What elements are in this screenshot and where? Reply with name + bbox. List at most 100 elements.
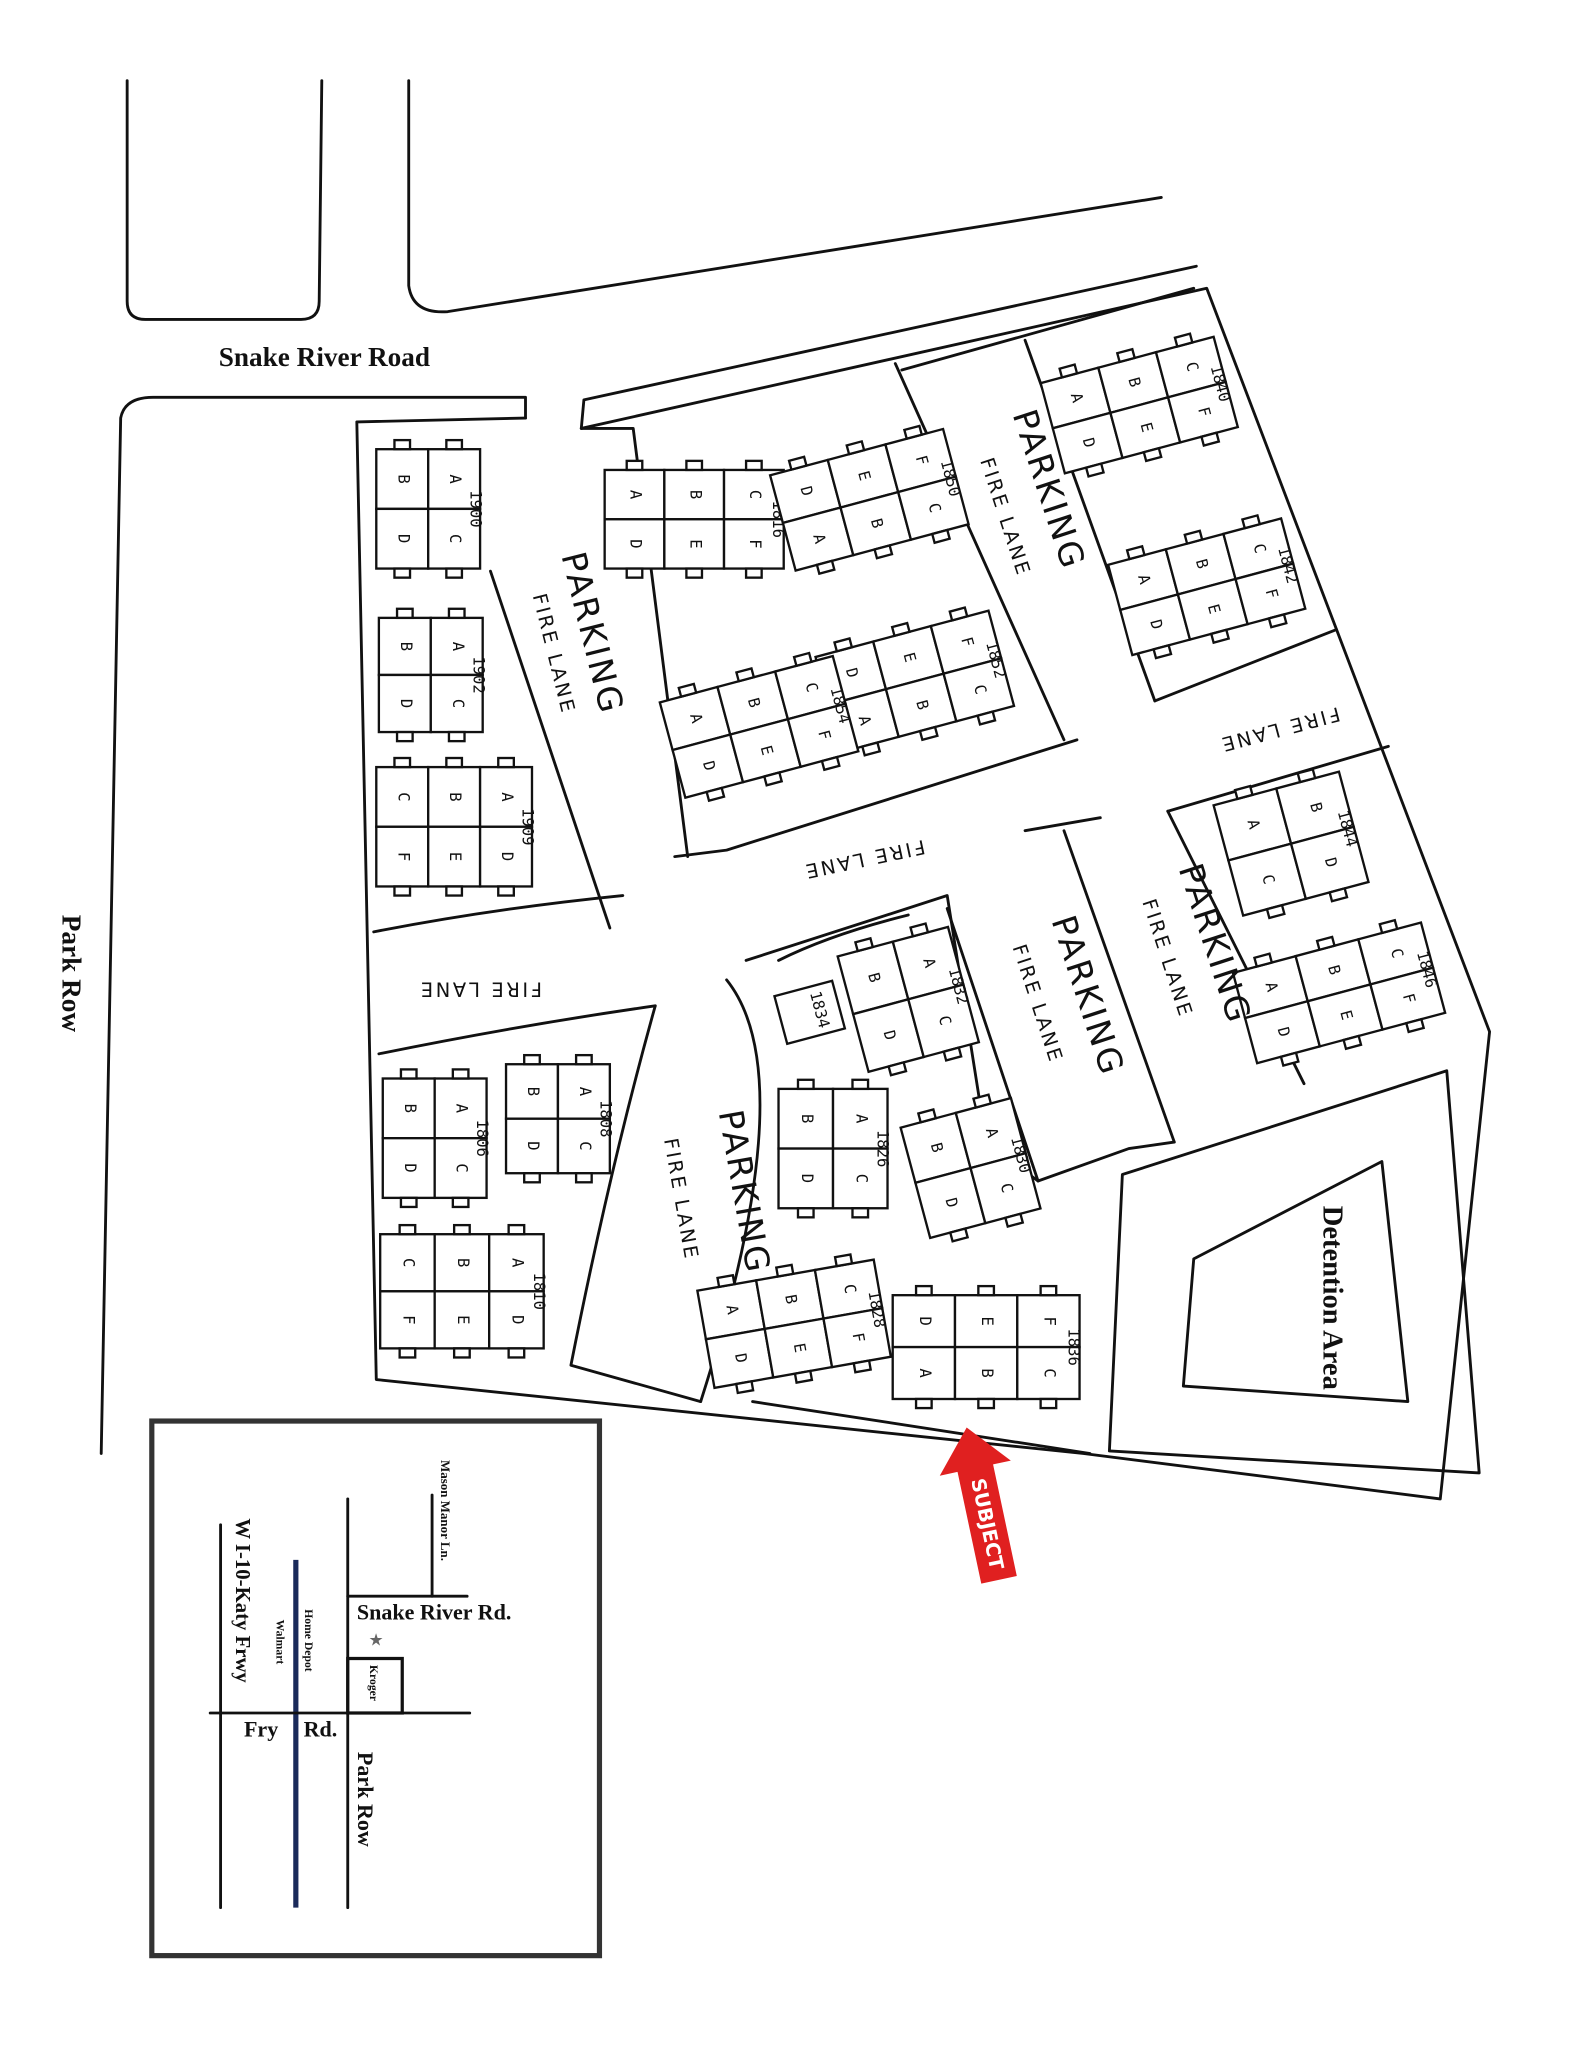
fire-lane-label: FIRE LANE (659, 1136, 703, 1262)
unit-label: B (1306, 801, 1326, 815)
entry-stub (574, 1172, 593, 1184)
entry-stub (796, 1078, 815, 1091)
unit-F (1016, 1294, 1081, 1349)
unit-label: D (509, 1315, 527, 1324)
entry-stub (1200, 431, 1221, 447)
entry-stub (930, 528, 952, 545)
parking-label: PARKING (711, 1107, 778, 1277)
unit-label: A (627, 490, 645, 500)
building-number: 1900 (467, 490, 485, 527)
road-outlines (99, 79, 1198, 1455)
entry-stub (820, 755, 841, 772)
unit-label: E (978, 1316, 996, 1325)
unit-C (429, 673, 484, 734)
entry-stub (976, 710, 997, 726)
unit-label: D (1079, 436, 1099, 450)
unit-label: E (1336, 1008, 1356, 1022)
unit-label: F (1194, 405, 1214, 419)
entry-stub (793, 1369, 814, 1384)
entry-stub (685, 459, 704, 472)
unit-label: B (927, 1141, 947, 1155)
unit-label: B (744, 696, 764, 710)
unit-label: C (1249, 542, 1269, 556)
entry-stub (1058, 363, 1079, 379)
unit-label: A (453, 1104, 471, 1114)
unit-label: B (454, 1258, 472, 1267)
unit-label: B (864, 971, 884, 985)
unit-label: E (790, 1342, 809, 1354)
snake-river-road-label: Snake River Road (219, 342, 430, 372)
unit-label: C (394, 792, 412, 801)
entry-stub (1315, 935, 1336, 952)
entry-stub (762, 771, 784, 787)
entry-stub (972, 1093, 993, 1109)
unit-label: E (757, 744, 777, 758)
unit-label: B (446, 792, 464, 801)
unit-label: F (1262, 587, 1282, 601)
park-row-label: Park Row (56, 915, 86, 1033)
unit-label: E (454, 1315, 472, 1324)
entry-stub (393, 438, 412, 451)
entry-stub (916, 1108, 938, 1124)
entry-stub (399, 1196, 418, 1209)
unit-label: D (498, 852, 516, 861)
entry-stub (393, 756, 412, 769)
unit-label: A (509, 1258, 527, 1268)
unit-label: D (916, 1316, 934, 1325)
unit-D (777, 1147, 835, 1210)
entry-stub (1233, 784, 1254, 801)
entry-stub (942, 1046, 963, 1062)
entry-stub (395, 607, 414, 620)
unit-label: D (524, 1141, 542, 1150)
entry-stub (497, 885, 515, 897)
entry-stub (1342, 1034, 1363, 1051)
entry-stub (860, 741, 882, 757)
unit-label: C (1041, 1368, 1059, 1377)
entry-stub (1240, 513, 1262, 530)
entry-stub (1183, 529, 1204, 546)
unit-label: B (798, 1114, 816, 1123)
entry-stub (1265, 903, 1286, 920)
entry-stub (685, 567, 704, 579)
entry-stub (523, 1053, 541, 1066)
inset-kroger: Kroger (367, 1665, 380, 1701)
unit-label: F (957, 635, 977, 649)
entry-stub (452, 1347, 471, 1359)
unit-label: C (1258, 872, 1278, 886)
inset-mason-manor-ln: Mason Manor Ln. (438, 1460, 453, 1561)
unit-label: D (880, 1028, 900, 1042)
entry-stub (395, 730, 414, 743)
inset-home-depot: Home Depot (302, 1609, 315, 1672)
entry-stub (393, 885, 412, 897)
entry-stub (507, 1223, 526, 1236)
entry-stub (1296, 767, 1317, 784)
unit-label: A (449, 642, 467, 652)
unit-F (722, 518, 785, 570)
unit-label: D (1274, 1025, 1294, 1039)
entry-stub (1115, 347, 1137, 364)
inset-walmart: Walmart (273, 1620, 286, 1665)
unit-label: A (916, 1368, 934, 1378)
unit-label: C (400, 1258, 418, 1267)
unit-label: A (852, 1114, 870, 1124)
unit-label: E (686, 539, 704, 548)
entry-stub (833, 637, 854, 653)
entry-stub (1267, 612, 1288, 629)
entry-stub (1152, 643, 1173, 660)
unit-C (433, 1137, 488, 1200)
inset-rd: Rd. (304, 1716, 338, 1741)
buildings: BDAC1900BDAC1902CFBEAD1909BDAC1806BDAC18… (375, 332, 1447, 1410)
unit-label: A (446, 474, 464, 484)
entry-stub (705, 786, 726, 803)
entry-stub (1173, 332, 1194, 348)
entry-stub (744, 567, 763, 579)
entry-stub (399, 1068, 418, 1080)
